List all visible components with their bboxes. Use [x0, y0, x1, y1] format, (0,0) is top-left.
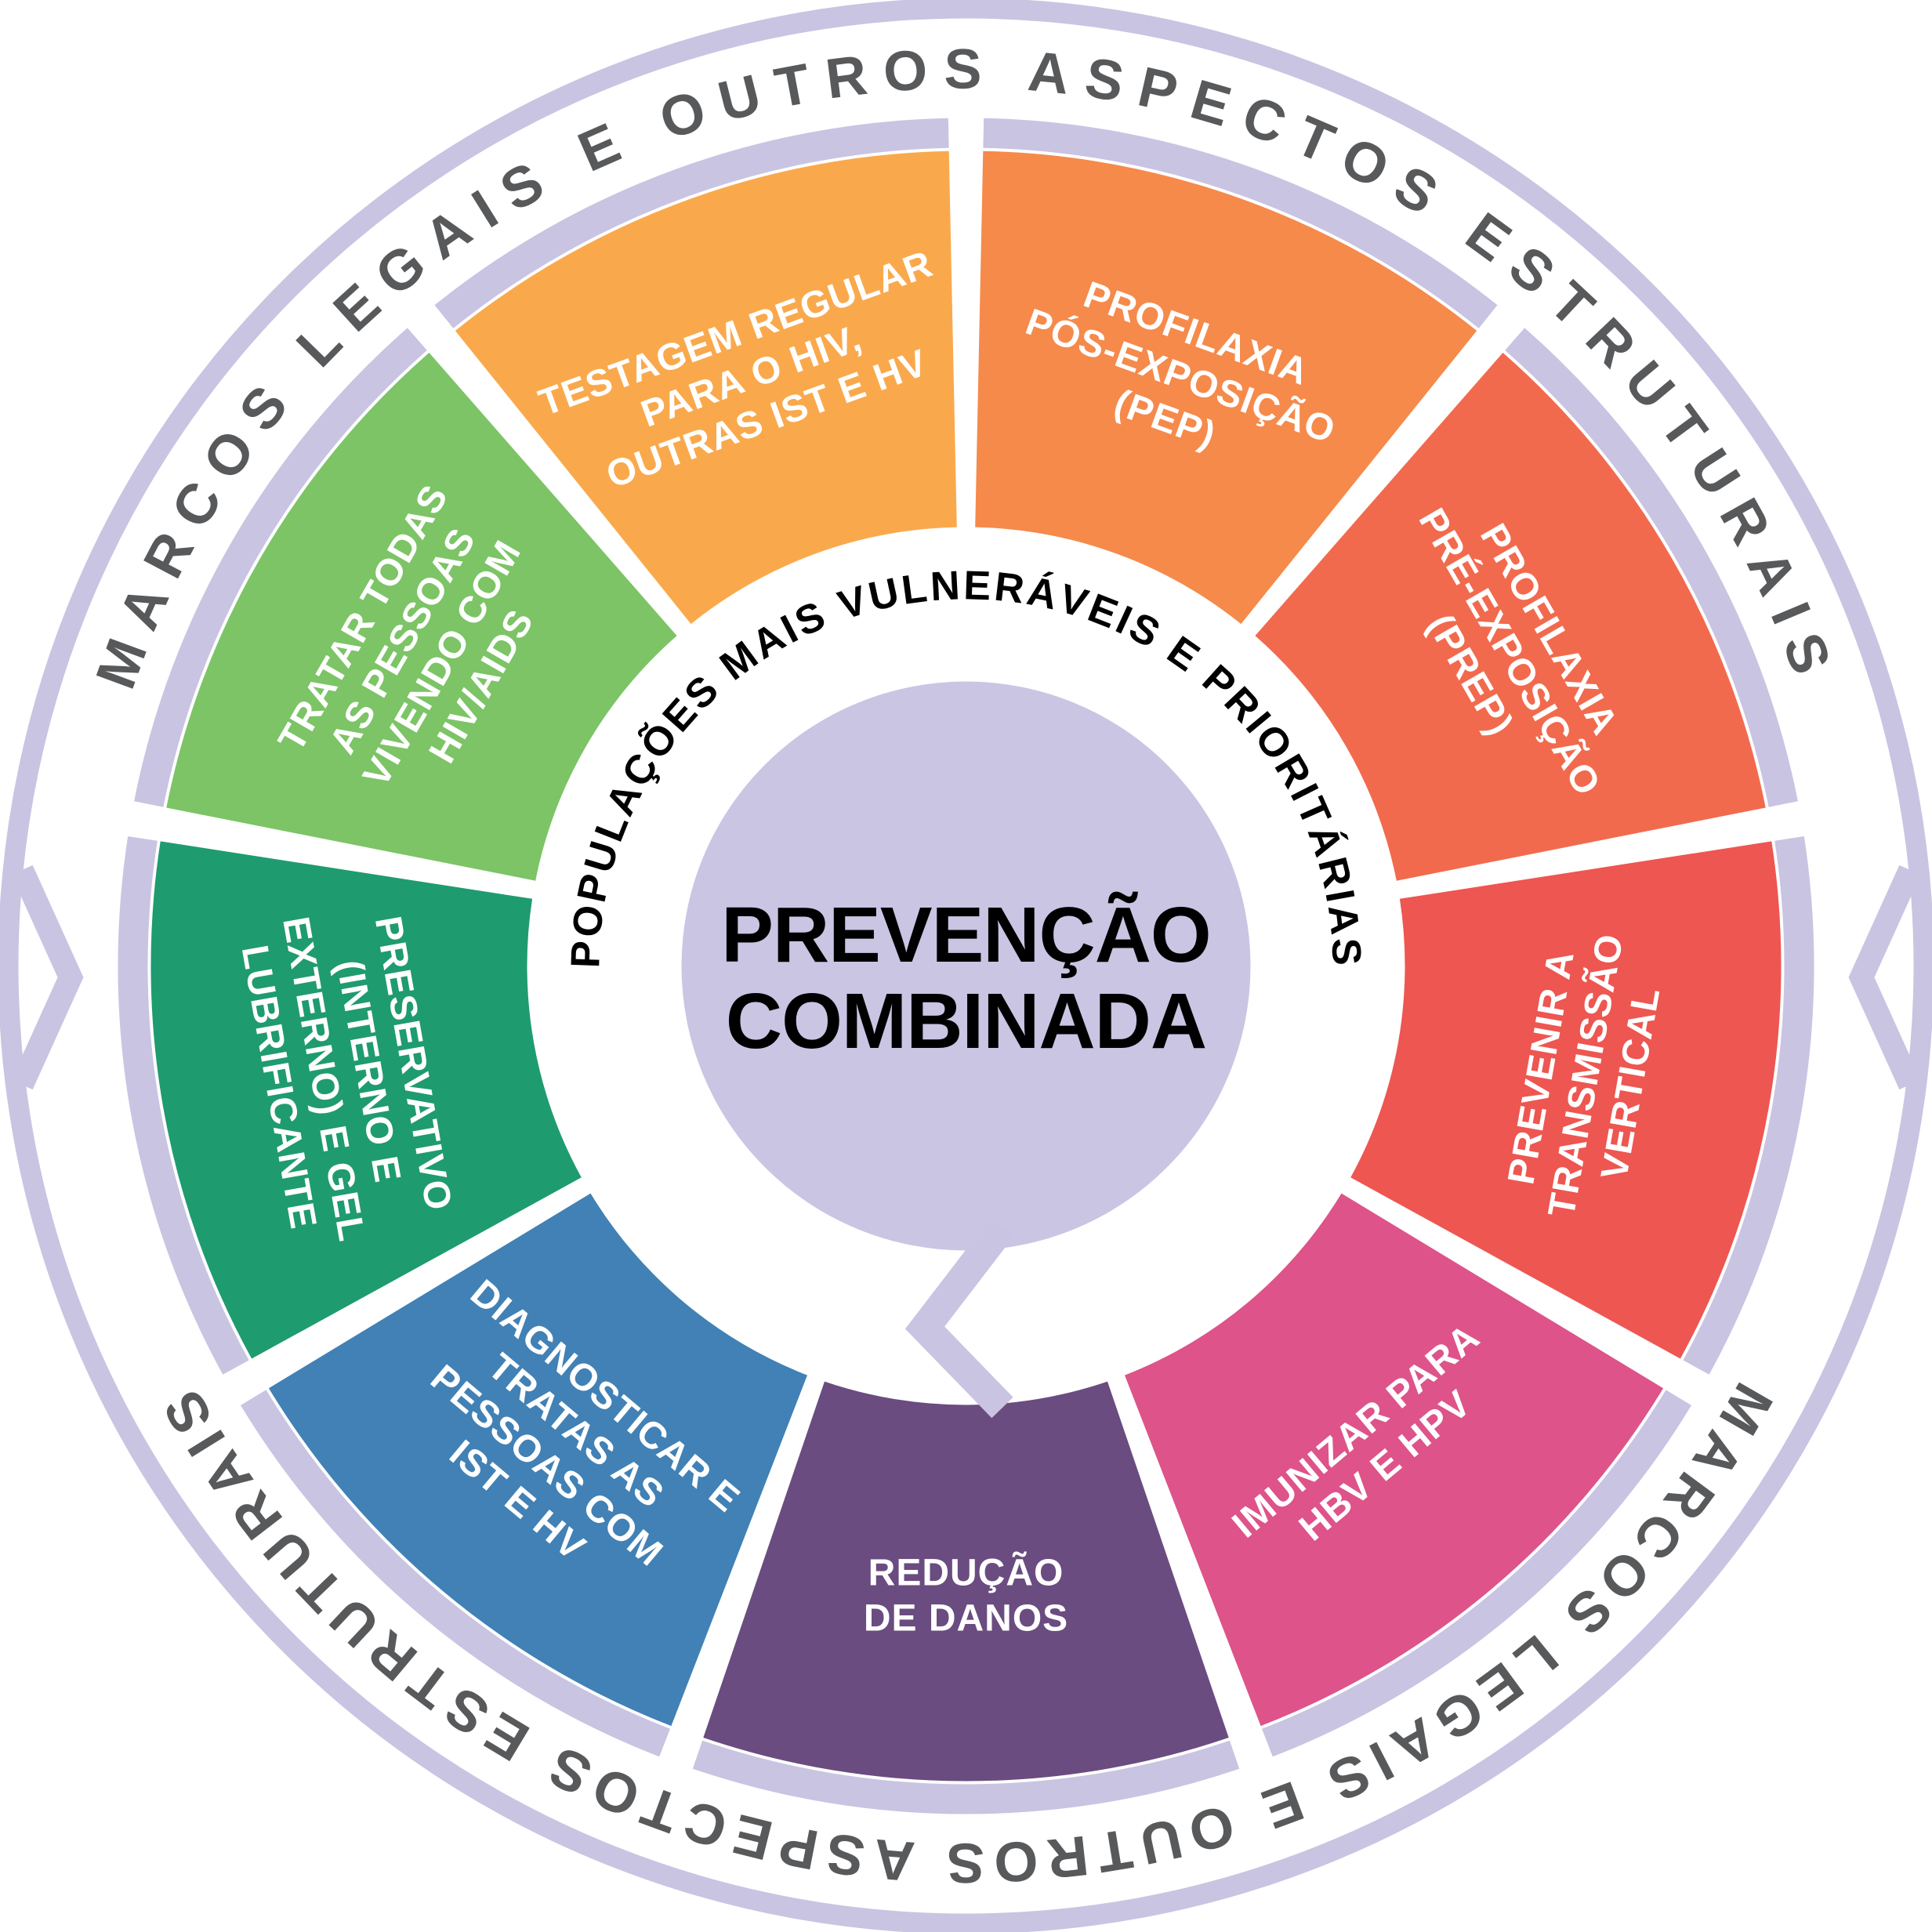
segment-sector — [975, 150, 1477, 625]
center-title-line2: COMBINADA — [726, 977, 1206, 1065]
segment-profilaxia-pos-exposicao: PROFILAXIAPÓS-EXPOSIÇÃO(PEP) — [975, 118, 1498, 625]
segment-profilaxia-pre-exposicao: PROFILAXIAPRÉ-EXPOSIÇÃO(PREP) — [1255, 328, 1798, 881]
segment-sector — [166, 353, 677, 881]
segments-ring: PROFILAXIAPÓS-EXPOSIÇÃO(PEP)PROFILAXIAPR… — [118, 118, 1814, 1814]
segment-sector — [1350, 841, 1782, 1359]
center-circle — [681, 681, 1251, 1251]
cycle-arrow-right-icon — [1848, 865, 1921, 1090]
cycle-arrow-left-icon — [11, 865, 84, 1090]
segment-outer-arc — [434, 118, 949, 328]
segment-sector — [268, 1193, 807, 1727]
segment-outer-arc — [241, 1390, 670, 1757]
segment-testagem-regular: TESTAGEM REGULARPARA O HIV,OUTRAS IST E … — [434, 118, 957, 625]
segment-sector — [1125, 1193, 1664, 1727]
segment-label-line: REDUÇÃO — [868, 1551, 1064, 1594]
segment-imunizar-hbv-hpv: IMUNIZAR PARAHBV E HPV — [1125, 1193, 1691, 1757]
segment-outer-arc — [1262, 1390, 1691, 1757]
segment-outer-arc — [134, 328, 427, 807]
segment-diagnosticar-tratar-ist-hv: DIAGNOSTICAR ETRATAS ASPESSOAS COMIST E … — [241, 1193, 807, 1757]
segment-outer-arc — [118, 836, 249, 1375]
segment-tratar-pessoas-hiv-aids: TRATAR TODASAS PESSOASVIVENDO COMHIV/AID… — [134, 328, 677, 881]
segment-sector — [150, 841, 582, 1359]
segment-preservativo-gel: PRESERVATIVO(INTERNO EEXTERNO) E GELLUBR… — [118, 836, 582, 1375]
segment-outer-arc — [692, 1740, 1240, 1814]
segment-sector — [703, 1381, 1229, 1782]
segment-prevenir-transmissao-vertical: PREVENIR ATRANSMISSÃOVERTICAL — [1350, 836, 1814, 1375]
segment-outer-arc — [983, 118, 1498, 328]
segment-sector — [455, 150, 957, 625]
segment-sector — [1255, 353, 1766, 881]
segment-label-line: DE DANOS — [864, 1598, 1068, 1640]
center-connector-zigzag — [904, 1217, 1015, 1419]
center-title-line1: PREVENÇÃO — [721, 891, 1210, 979]
segment-outer-arc — [1505, 328, 1798, 807]
segment-outer-arc — [1683, 836, 1814, 1375]
